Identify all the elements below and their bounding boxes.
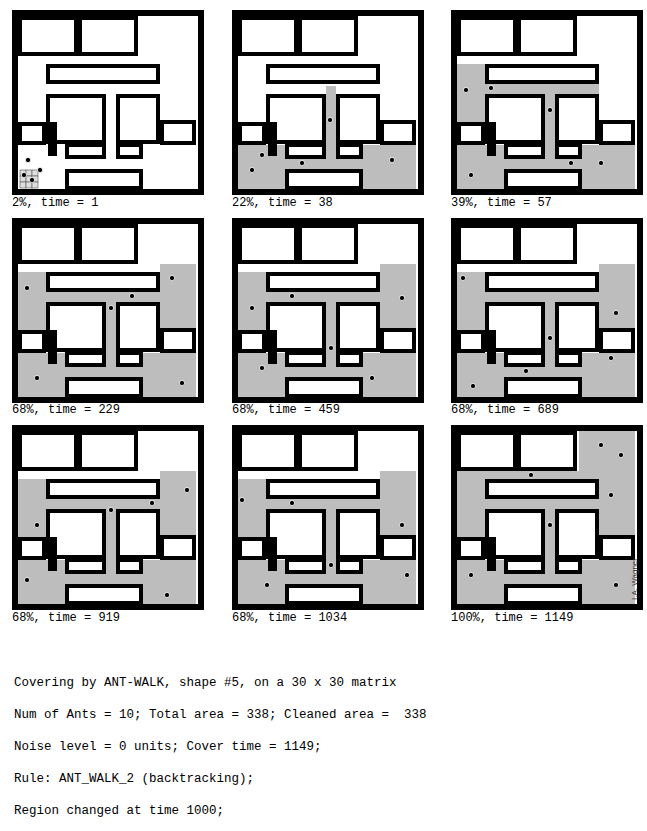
info-line: Num of Ants = 10; Total area = 338; Clea… [14,708,427,722]
panel-caption: 68%, time = 1034 [232,611,347,625]
maze-panel [451,218,643,403]
info-line: Covering by ANT-WALK, shape #5, on a 30 … [14,676,397,690]
panel-caption: 22%, time = 38 [232,196,333,210]
maze-panel [232,218,424,403]
maze-panel [12,10,204,195]
maze-panel [232,10,424,195]
panel-caption: 100%, time = 1149 [451,611,573,625]
panel-caption: 68%, time = 459 [232,403,340,417]
maze-panel [232,425,424,610]
panel-caption: 2%, time = 1 [12,196,98,210]
maze-panel [12,425,204,610]
panel-caption: 68%, time = 689 [451,403,559,417]
watermark: I.A. Wagner [630,558,639,600]
panel-caption: 68%, time = 919 [12,611,120,625]
info-line: Rule: ANT_WALK_2 (backtracking); [14,772,254,786]
panel-caption: 68%, time = 229 [12,403,120,417]
maze-panel [12,218,204,403]
panel-caption: 39%, time = 57 [451,196,552,210]
info-line: Region changed at time 1000; [14,804,224,818]
maze-panel [451,425,643,610]
maze-panel [451,10,643,195]
info-line: Noise level = 0 units; Cover time = 1149… [14,740,322,754]
